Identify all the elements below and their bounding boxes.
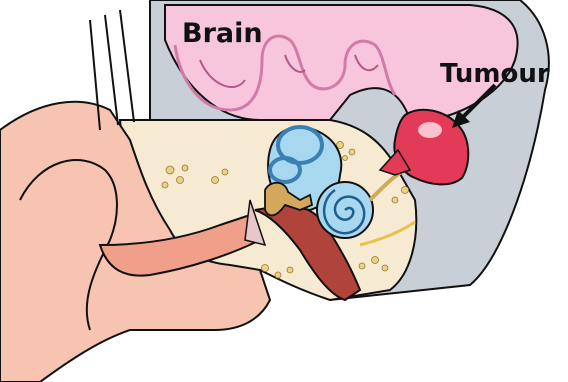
tumour-label: Tumour (440, 59, 550, 89)
tumour-highlight (418, 122, 442, 138)
brain-label: Brain (182, 18, 263, 49)
